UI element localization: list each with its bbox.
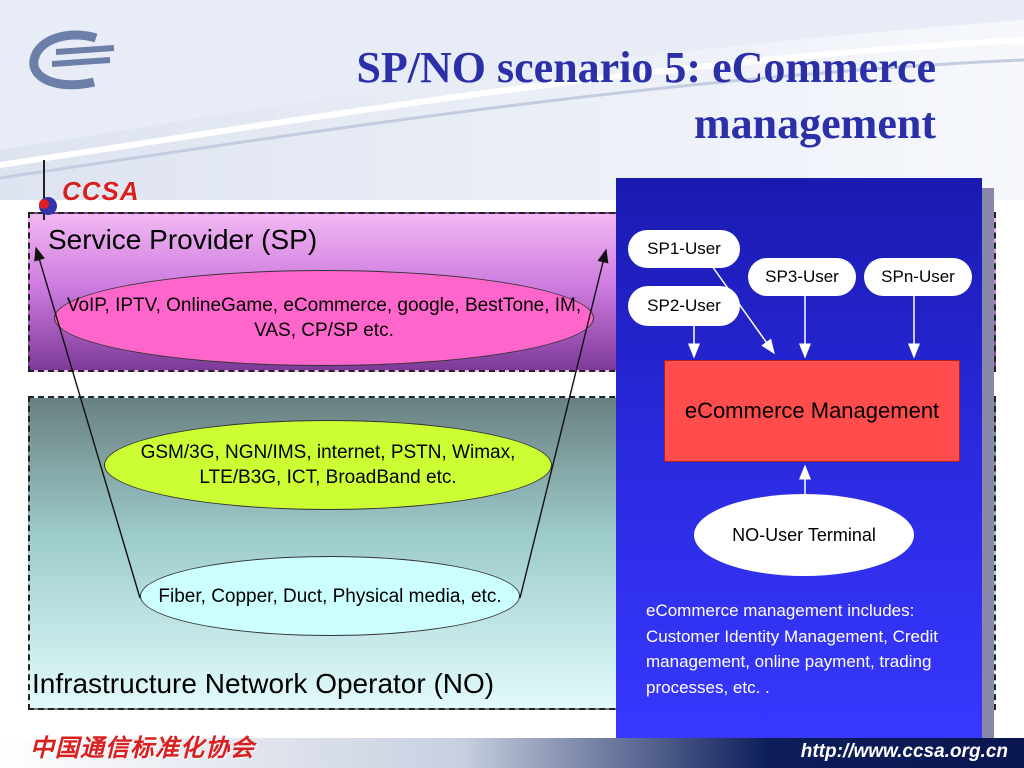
sp2-user-node: SP2-User [628,286,740,326]
sp1-user-node: SP1-User [628,230,740,268]
ccsa-swoosh-logo-icon [29,30,115,90]
sp-layer-label: Service Provider (SP) [48,224,318,255]
services-ellipse: VoIP, IPTV, OnlineGame, eCommerce, googl… [54,270,594,366]
networks-ellipse: GSM/3G, NGN/IMS, internet, PSTN, Wimax, … [104,420,552,510]
left-funnel-arrow [34,246,141,599]
physical-media-ellipse: Fiber, Copper, Duct, Physical media, etc… [140,556,520,636]
no-user-terminal-node: NO-User Terminal [694,494,914,576]
ecommerce-description: eCommerce management includes: Customer … [646,601,938,697]
no-layer-label: Infrastructure Network Operator (NO) [32,668,495,699]
ccsa-logo-text: CCSA [62,176,140,206]
ecommerce-management-box: eCommerce Management [664,360,960,462]
sp3-user-node: SP3-User [748,258,856,296]
footer-url: http://www.ccsa.org.cn [800,741,1008,762]
sp1-to-ecommerce-arrow [711,265,775,355]
footer-bar [0,738,1024,768]
right-funnel-arrow [519,248,609,599]
footer-chinese-logo: 中国通信标准化协会 [30,734,255,762]
spn-user-node: SPn-User [864,258,972,296]
slide-title: SP/NO scenario 5: eCommerce management [356,43,936,148]
ccsa-globe-icon [39,160,57,220]
